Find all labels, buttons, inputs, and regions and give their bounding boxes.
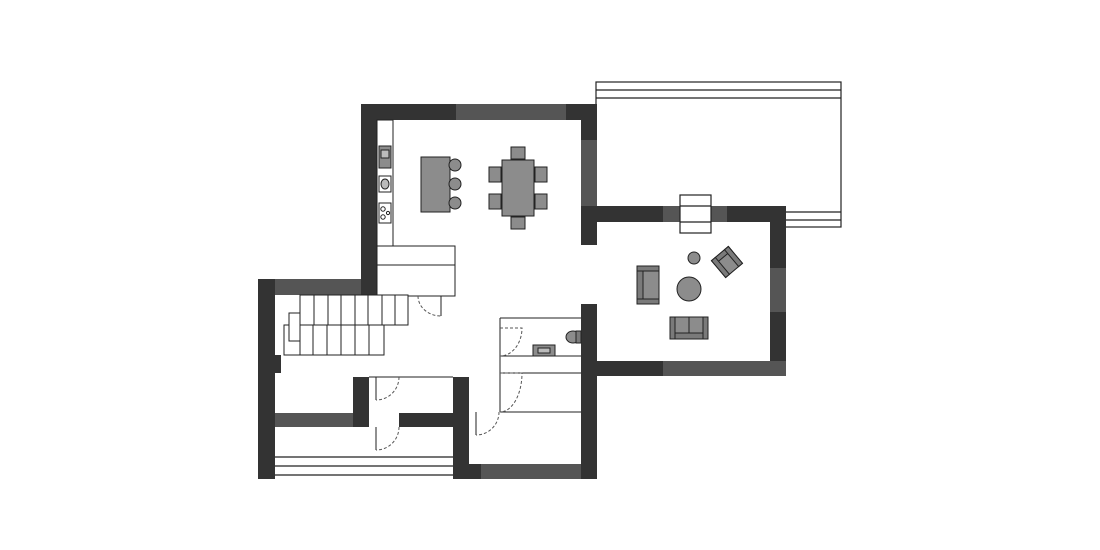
wall: [481, 464, 581, 479]
dining-chair: [534, 166, 548, 183]
sofa-arm: [636, 265, 660, 272]
wc: [499, 317, 582, 357]
wall: [453, 377, 469, 479]
wall: [258, 279, 275, 479]
door-swing: [475, 411, 500, 436]
door-swing: [375, 376, 400, 401]
walls: [258, 104, 786, 479]
living-room: [636, 245, 744, 340]
kitchen-counter: [376, 245, 456, 297]
dining-chair: [510, 216, 526, 230]
dining-chair: [488, 193, 502, 210]
wall: [663, 361, 786, 376]
wall: [353, 377, 369, 427]
doors: [375, 295, 523, 451]
sink-basin: [380, 149, 390, 159]
coffee-table: [676, 276, 702, 302]
dining-chair: [534, 193, 548, 210]
wall: [770, 268, 786, 312]
kitchen-island: [420, 156, 451, 213]
bar-stool: [448, 158, 462, 172]
burner: [385, 210, 391, 216]
utility-partitions: [369, 356, 581, 413]
bar-stool: [448, 177, 462, 191]
wall: [399, 413, 457, 427]
armchair: [710, 245, 744, 279]
stair-flight-lower: [283, 324, 385, 356]
toilet-tank: [575, 330, 582, 344]
cooktop: [378, 202, 392, 224]
staircase: [283, 294, 409, 356]
wall: [581, 304, 597, 479]
dining-chair: [488, 166, 502, 183]
windows: [679, 194, 712, 234]
stair-landing: [288, 312, 301, 342]
side-table: [687, 251, 701, 265]
sofa-arm: [702, 316, 709, 340]
door-swing: [499, 327, 523, 357]
burner: [380, 214, 386, 220]
sofa-back: [669, 332, 709, 340]
wall: [361, 104, 377, 296]
wall: [275, 413, 353, 427]
wall: [581, 140, 597, 208]
kitchen: [376, 119, 462, 297]
dining-table: [501, 159, 535, 217]
stair-flight-upper: [299, 294, 409, 326]
burner: [380, 206, 386, 212]
sofa-arm: [669, 316, 676, 340]
sofa-arm: [636, 298, 660, 305]
door-swing: [499, 372, 523, 413]
wall: [275, 279, 361, 295]
appliance-icon: [380, 178, 390, 190]
wall: [456, 104, 566, 120]
door-swing: [375, 426, 400, 451]
dining: [488, 146, 548, 230]
terrace-deck: [595, 81, 842, 228]
wall: [275, 355, 281, 373]
terrace-door: [679, 194, 712, 234]
dining-chair: [510, 146, 526, 160]
bar-stool: [448, 196, 462, 210]
washbasin-bowl: [537, 347, 551, 354]
sofa-back: [636, 265, 644, 305]
door-swing: [417, 295, 442, 317]
floor-slabs: [275, 120, 772, 465]
front-porch: [275, 456, 453, 476]
terrace: [595, 81, 842, 228]
